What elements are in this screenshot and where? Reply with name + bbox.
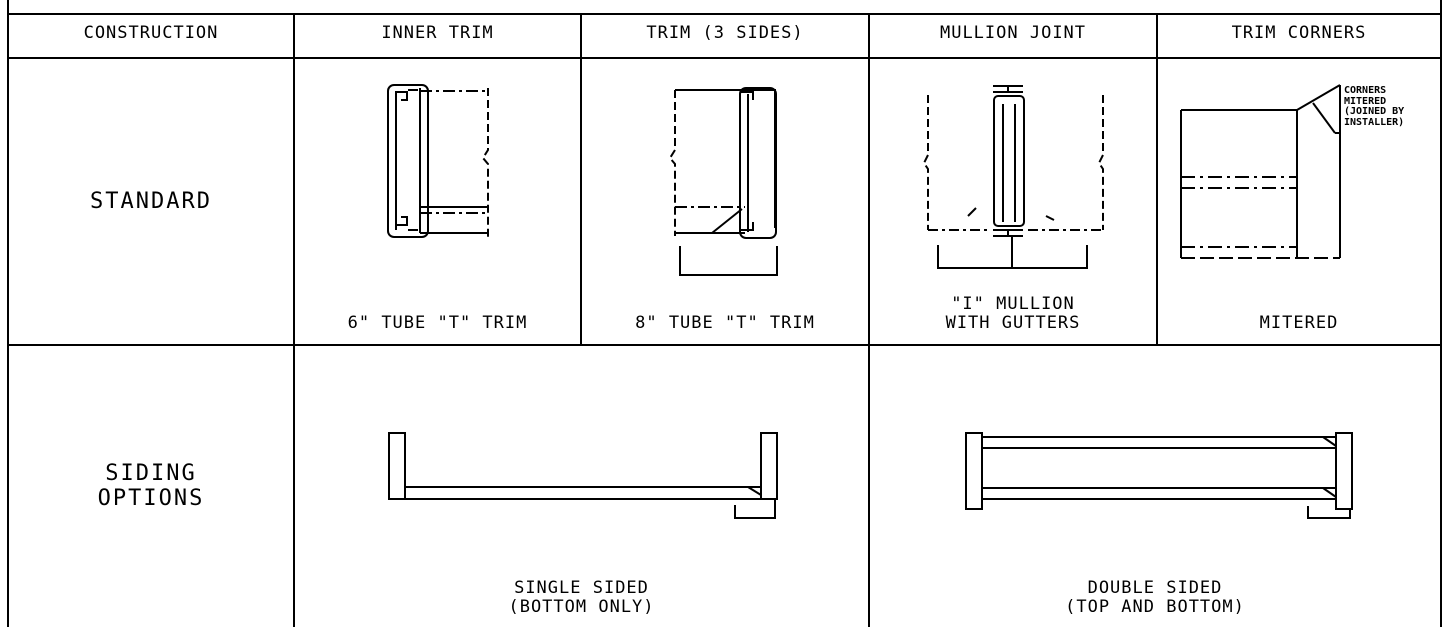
single-sided-detail bbox=[388, 432, 778, 519]
caption-double-sided: DOUBLE SIDED (TOP AND BOTTOM) bbox=[1065, 577, 1245, 618]
caption-single-sided: SINGLE SIDED (BOTTOM ONLY) bbox=[508, 577, 655, 618]
header-trim-3-sides: TRIM (3 SIDES) bbox=[646, 23, 804, 44]
caption-inner-trim: 6" TUBE "T" TRIM bbox=[347, 313, 528, 334]
mullion-joint-detail bbox=[922, 85, 1104, 269]
trim-corners-detail bbox=[1180, 84, 1341, 259]
header-trim-corners: TRIM CORNERS bbox=[1231, 23, 1367, 44]
header-construction: CONSTRUCTION bbox=[83, 23, 219, 44]
table-grid bbox=[7, 0, 1442, 627]
caption-trim-3-sides: 8" TUBE "T" TRIM bbox=[635, 313, 815, 334]
inner-trim-detail bbox=[387, 84, 489, 240]
trim-3-sides-detail bbox=[668, 87, 778, 276]
caption-trim-corners: MITERED bbox=[1259, 313, 1339, 334]
header-inner-trim: INNER TRIM bbox=[381, 23, 494, 44]
note-corners-mitered: CORNERS MITERED (JOINED BY INSTALLER) bbox=[1344, 85, 1405, 128]
row-label-standard: STANDARD bbox=[90, 188, 212, 214]
caption-mullion-joint: "I" MULLION WITH GUTTERS bbox=[945, 293, 1081, 334]
row-label-siding-options: SIDING OPTIONS bbox=[97, 460, 205, 511]
header-mullion-joint: MULLION JOINT bbox=[939, 23, 1087, 44]
double-sided-detail bbox=[965, 432, 1353, 519]
